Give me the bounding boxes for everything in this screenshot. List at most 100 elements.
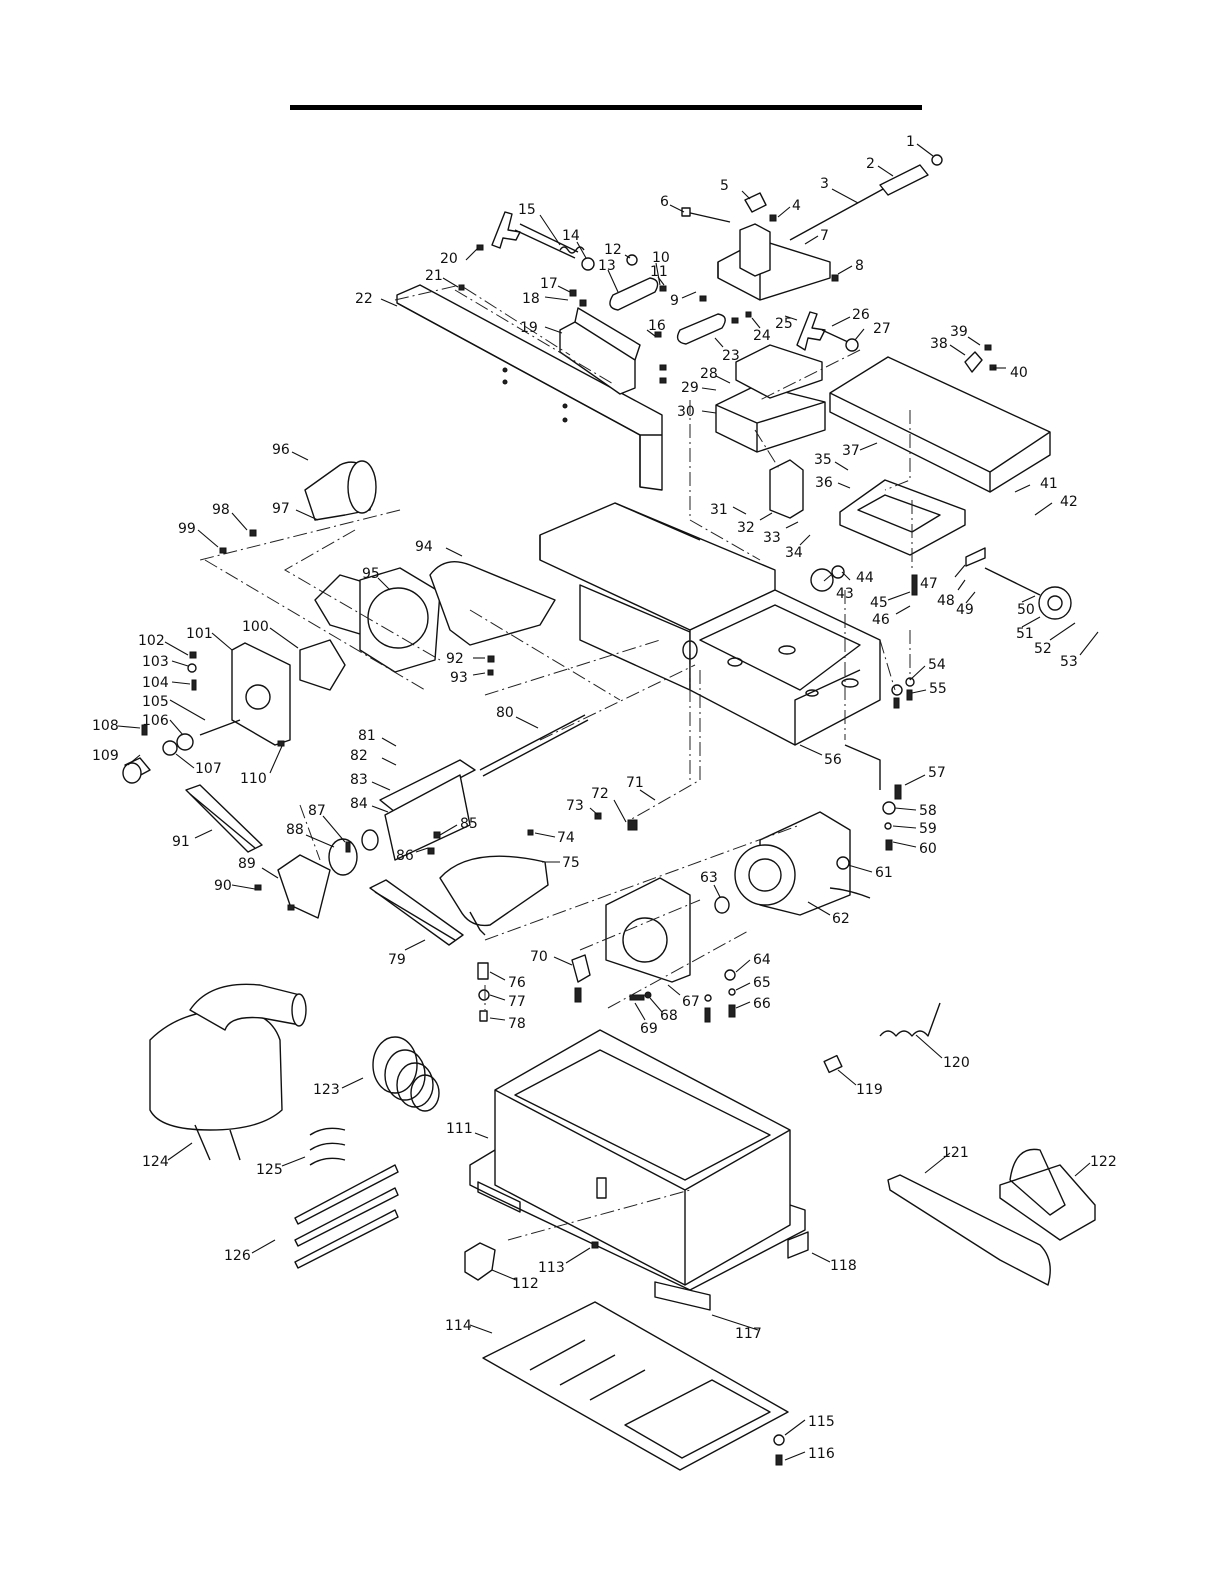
callout-label: 55 (929, 681, 947, 697)
callout-label: 95 (362, 566, 380, 582)
callout-label: 32 (737, 520, 755, 536)
callout-label: 7 (820, 228, 829, 244)
callout-label: 41 (1040, 476, 1058, 492)
cabinet (494, 1029, 791, 1286)
push-block (999, 1164, 1096, 1241)
callout-label: 68 (660, 1008, 678, 1024)
callout-label: 113 (538, 1260, 565, 1276)
callout-label: 38 (930, 336, 948, 352)
callout-label: 50 (1017, 602, 1035, 618)
callout-label: 102 (138, 633, 165, 649)
motor-assembly (571, 677, 915, 1023)
callout-label: 46 (872, 612, 890, 628)
callout-label: 96 (272, 442, 290, 458)
callout-label: 110 (240, 771, 267, 787)
callout-label: 83 (350, 772, 368, 788)
callout-label: 60 (919, 841, 937, 857)
callout-label: 3 (820, 176, 829, 192)
fence-assembly (396, 154, 997, 491)
callout-label: 72 (591, 786, 609, 802)
callout-label: 71 (626, 775, 644, 791)
callout-label: 45 (870, 595, 888, 611)
callout-label: 29 (681, 380, 699, 396)
callout-label: 28 (700, 366, 718, 382)
callout-label: 111 (446, 1121, 473, 1137)
callout-label: 59 (919, 821, 937, 837)
callout-label: 65 (753, 975, 771, 991)
callout-label: 22 (355, 291, 373, 307)
callout-label: 61 (875, 865, 893, 881)
callout-label: 40 (1010, 365, 1028, 381)
callout-label: 20 (440, 251, 458, 267)
callout-label: 5 (720, 178, 729, 194)
callout-label: 118 (830, 1258, 857, 1274)
stand-assembly (149, 983, 1096, 1471)
callout-label: 107 (195, 761, 222, 777)
main-base (539, 502, 881, 746)
callout-label: 92 (446, 651, 464, 667)
callout-label: 53 (1060, 654, 1078, 670)
callout-label: 123 (313, 1082, 340, 1098)
callout-label: 81 (358, 728, 376, 744)
callout-label: 103 (142, 654, 169, 670)
callout-label: 8 (855, 258, 864, 274)
callout-label: 25 (775, 316, 793, 332)
callout-label: 120 (943, 1055, 970, 1071)
callout-label: 1 (906, 134, 915, 150)
callout-label: 12 (604, 242, 622, 258)
callout-labels: 1 2 3 4 5 6 7 8 9 10 11 12 13 14 15 16 1… (92, 134, 1117, 1462)
callout-label: 56 (824, 752, 842, 768)
callout-label: 26 (852, 307, 870, 323)
callout-label: 58 (919, 803, 937, 819)
callout-label: 43 (836, 586, 854, 602)
callout-label: 17 (540, 276, 558, 292)
header-rule (290, 105, 922, 110)
callout-label: 54 (928, 657, 946, 673)
callout-label: 13 (598, 258, 616, 274)
push-stick (887, 1174, 1051, 1286)
callout-label: 11 (650, 264, 668, 280)
callout-label: 125 (256, 1162, 283, 1178)
callout-label: 14 (562, 228, 580, 244)
callout-label: 114 (445, 1318, 472, 1334)
callout-label: 126 (224, 1248, 251, 1264)
callout-label: 6 (660, 194, 669, 210)
callout-label: 31 (710, 502, 728, 518)
callout-label: 35 (814, 452, 832, 468)
callout-label: 73 (566, 798, 584, 814)
dust-collector-bag (149, 1009, 283, 1131)
callout-label: 67 (682, 994, 700, 1010)
leader-lines (117, 143, 1099, 1461)
callout-label: 116 (808, 1446, 835, 1462)
callout-label: 104 (142, 675, 169, 691)
callout-label: 115 (808, 1414, 835, 1430)
callout-label: 85 (460, 816, 478, 832)
callout-label: 75 (562, 855, 580, 871)
callout-label: 66 (753, 996, 771, 1012)
callout-label: 27 (873, 321, 891, 337)
table-assembly (715, 344, 1072, 620)
callout-label: 49 (956, 602, 974, 618)
callout-label: 122 (1090, 1154, 1117, 1170)
callout-label: 112 (512, 1276, 539, 1292)
callout-label: 52 (1034, 641, 1052, 657)
callout-label: 2 (866, 156, 875, 172)
callout-label: 108 (92, 718, 119, 734)
callout-label: 48 (937, 593, 955, 609)
callout-label: 9 (670, 293, 679, 309)
callout-label: 121 (942, 1145, 969, 1161)
callout-label: 70 (530, 949, 548, 965)
callout-label: 64 (753, 952, 771, 968)
callout-label: 47 (920, 576, 938, 592)
callout-label: 42 (1060, 494, 1078, 510)
callout-label: 117 (735, 1326, 762, 1342)
callout-label: 37 (842, 443, 860, 459)
callout-label: 16 (648, 318, 666, 334)
callout-label: 93 (450, 670, 468, 686)
callout-label: 78 (508, 1016, 526, 1032)
callout-label: 15 (518, 202, 536, 218)
callout-label: 34 (785, 545, 803, 561)
callout-label: 82 (350, 748, 368, 764)
callout-label: 21 (425, 268, 443, 284)
